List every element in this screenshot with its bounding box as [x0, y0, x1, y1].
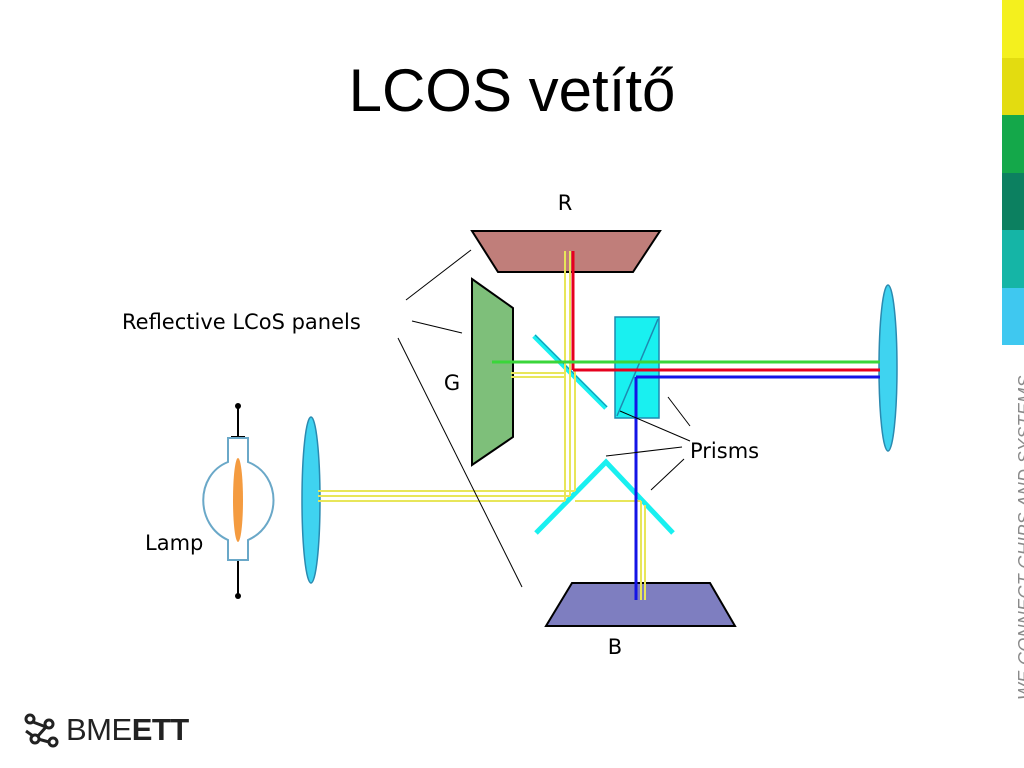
strip-segment — [1002, 287, 1024, 345]
lamp-glow — [233, 458, 243, 542]
strip-segment — [1002, 230, 1024, 288]
green-panel-label: G — [444, 371, 460, 395]
panels-label: Reflective LCoS panels — [122, 310, 361, 334]
blue-lcos-panel — [544, 582, 737, 627]
bmeett-logo: BMEETT — [22, 710, 189, 750]
logo-wordmark: BMEETT — [66, 712, 189, 748]
logo-suffix: ETT — [131, 712, 190, 747]
white-light-beam — [318, 251, 646, 600]
blue-panel-label: B — [608, 635, 622, 659]
red-panel-label: R — [558, 191, 573, 215]
dichroic-mirror — [534, 458, 675, 535]
blue-beam — [634, 375, 880, 600]
strip-segment — [1002, 172, 1024, 230]
condenser-lens — [301, 416, 321, 584]
lamp — [202, 403, 275, 599]
projection-lens — [878, 284, 898, 452]
strip-segment — [1002, 115, 1024, 173]
slide-title: LCOS vetítő — [348, 57, 676, 124]
prisms-label: Prisms — [690, 439, 759, 463]
leader-lines — [397, 249, 691, 588]
brand-color-strip — [1002, 0, 1024, 345]
strip-segment — [1002, 57, 1024, 115]
lamp-label: Lamp — [145, 531, 203, 555]
red-beam — [571, 251, 880, 372]
green-lcos-panel — [471, 277, 514, 467]
logo-prefix: BME — [66, 712, 132, 747]
strip-segment — [1002, 0, 1024, 58]
logo-mark-icon — [24, 713, 59, 748]
